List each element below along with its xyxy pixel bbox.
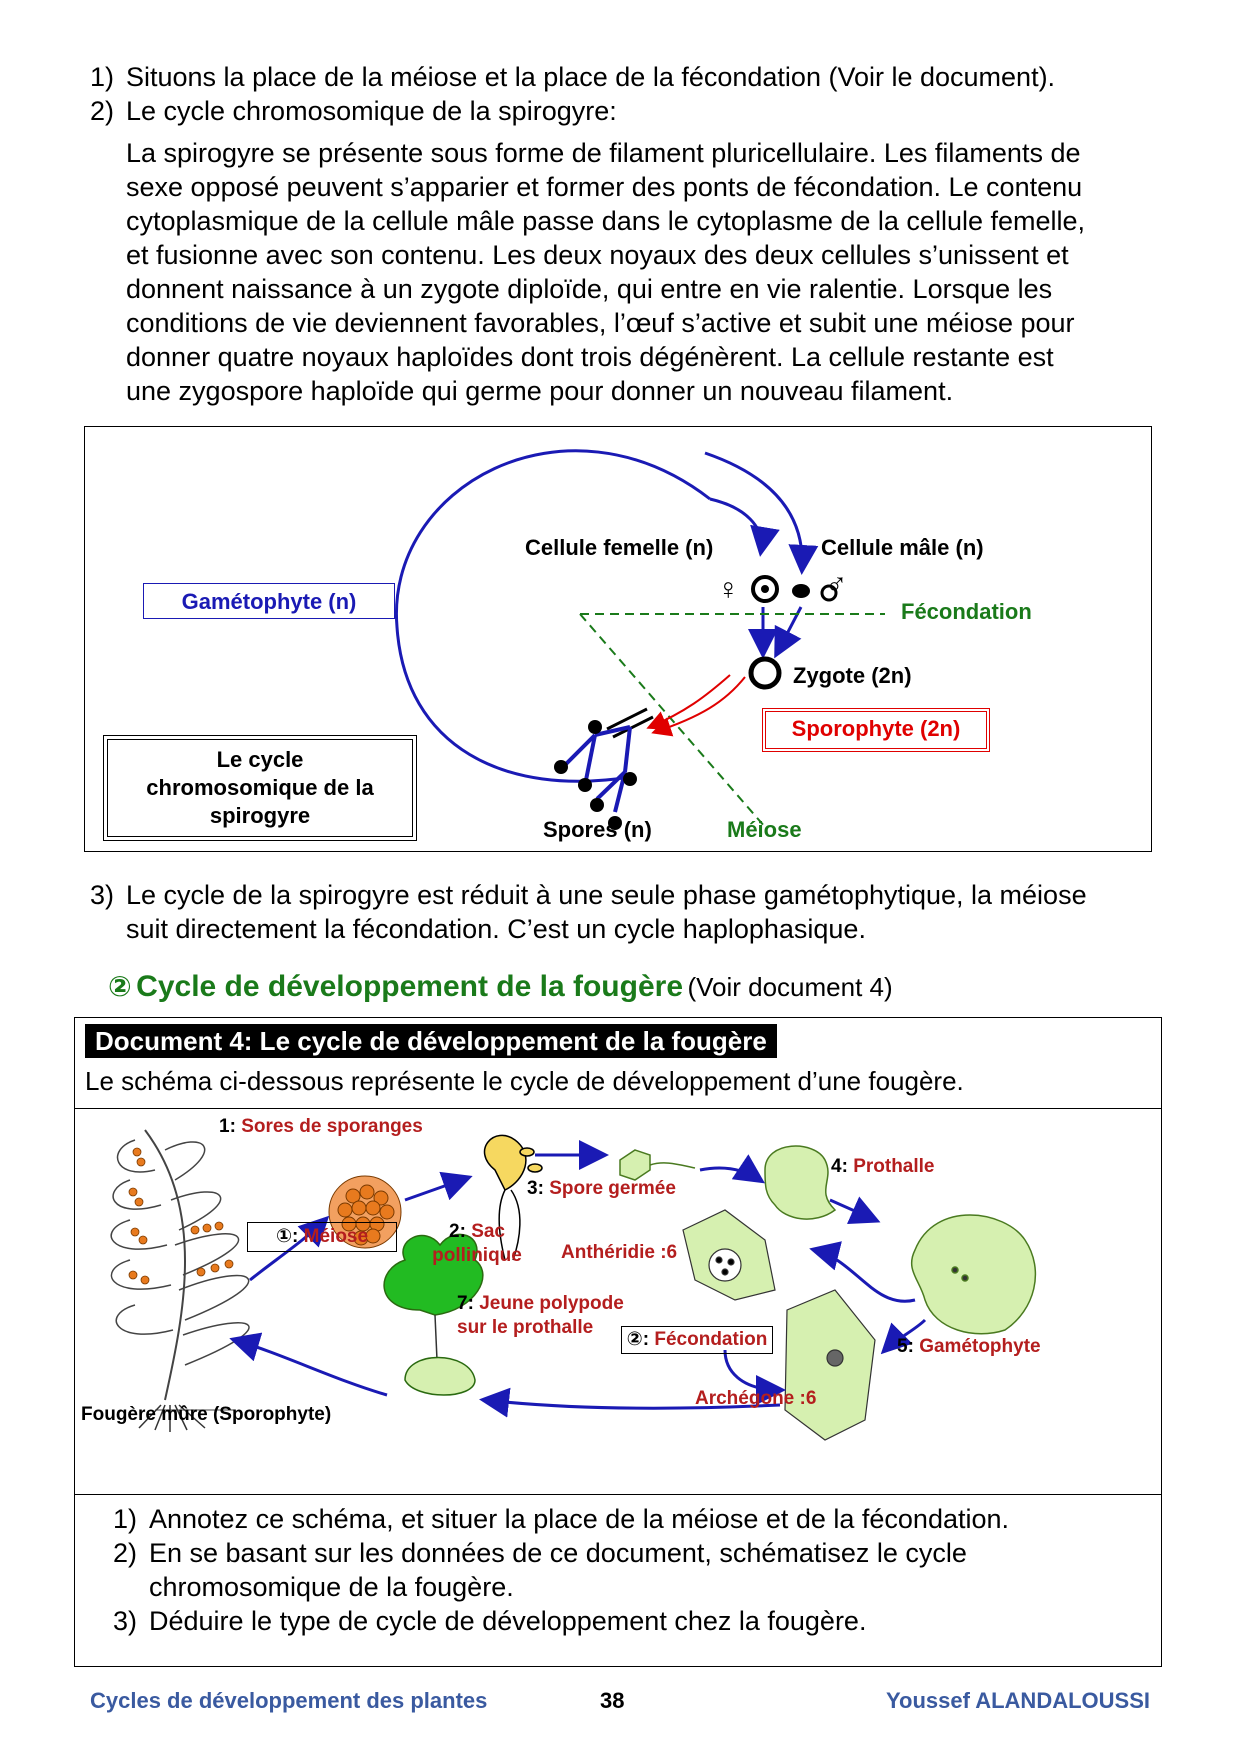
question-3-line: Le cycle de la spirogyre est réduit à un…: [126, 880, 1087, 910]
title-line: spirogyre: [209, 803, 311, 828]
sporange-icon: [483, 1134, 543, 1261]
question-2-number: 2): [90, 96, 115, 126]
label-spore-germee: 3: Spore germée: [527, 1178, 676, 1199]
label-fecondation-box: ②: Fécondation: [621, 1326, 773, 1354]
label-sporophyte: Sporophyte (2n): [762, 708, 990, 752]
paragraph-line: cytoplasmique de la cellule mâle passe d…: [126, 206, 1086, 236]
label-spores: Spores (n): [543, 817, 652, 842]
fern-cycle-drawing: [110, 1129, 1037, 1441]
question-1: 1) Situons la place de la méiose et la p…: [90, 60, 1190, 94]
female-symbol-icon: ♀: [717, 573, 740, 606]
prothalle-icon: [764, 1145, 837, 1220]
paragraph-line: conditions de vie deviennent favorables,…: [126, 308, 1075, 338]
title-line: chromosomique de la: [146, 775, 374, 800]
sores-icon: [328, 1175, 402, 1249]
question-2-text: Le cycle chromosomique de la spirogyre:: [126, 96, 617, 126]
doc-question-3: 3) Déduire le type de cycle de développe…: [113, 1606, 867, 1636]
female-cell-icon: [751, 575, 779, 603]
germinated-spore-icon: [619, 1149, 696, 1181]
gametophyte-icon: [910, 1214, 1037, 1335]
heading-marker: ②: [108, 971, 132, 1002]
paragraph-line: et fusionne avec son contenu. Les deux n…: [126, 240, 1069, 270]
question-1-number: 1): [90, 62, 115, 92]
heading-title: Cycle de développement de la fougère: [136, 970, 683, 1003]
label-female-cell: Cellule femelle (n): [525, 535, 714, 560]
label-antheridie: Anthéridie :6: [561, 1242, 678, 1263]
footer-left: Cycles de développement des plantes: [90, 1688, 488, 1713]
spirogyre-title-box: Le cycle chromosomique de la spirogyre: [103, 735, 417, 841]
paragraph-line: donnent naissance à un zygote diploïde, …: [126, 274, 1053, 304]
label-meiose-box: ①: Méiose: [247, 1222, 397, 1252]
spirogyre-diagram-drawing: [394, 449, 885, 830]
question-3-number: 3): [90, 880, 115, 910]
question-2: 2) Le cycle chromosomique de la spirogyr…: [90, 94, 1190, 128]
spirogyre-diagram: Cellule femelle (n) Cellule mâle (n) ♀ ♂…: [84, 426, 1152, 852]
paragraph-line: une zygospore haploïde qui germe pour do…: [126, 376, 954, 406]
section-heading: ② Cycle de développement de la fougère (…: [108, 970, 893, 1004]
label-zygote: Zygote (2n): [793, 663, 912, 688]
question-3: 3) Le cycle de la spirogyre est réduit à…: [90, 878, 1190, 948]
male-cell-icon: [792, 584, 810, 598]
footer-page-number: 38: [600, 1688, 625, 1713]
label-gametophyte: Gamétophyte (n): [143, 583, 395, 619]
heading-ref: (Voir document 4): [687, 972, 893, 1002]
paragraph-line: La spirogyre se présente sous forme de f…: [126, 138, 1081, 168]
divider-bottom: [75, 1494, 1161, 1495]
document-4-title: Document 4: Le cycle de développement de…: [85, 1024, 777, 1058]
label-fecondation: Fécondation: [901, 599, 1032, 624]
document-4-intro: Le schéma ci-dessous représente le cycle…: [85, 1066, 964, 1096]
label-archegone: Archégone :6: [695, 1388, 817, 1409]
label-fougere: Fougère mûre (Sporophyte): [81, 1404, 332, 1425]
male-symbol-icon: ♂: [825, 567, 848, 600]
label-sac-pollinique: 2: Sac pollinique: [432, 1221, 522, 1266]
label-jeune-polypode: 7: Jeune polypode sur le prothalle: [457, 1293, 624, 1338]
question-3-text: Le cycle de la spirogyre est réduit à un…: [126, 878, 1087, 946]
red-arrow-2: [651, 676, 746, 737]
mature-fern-icon: [110, 1129, 250, 1432]
cycle-arc: [394, 449, 711, 783]
doc-question-2: 2) En se basant sur les données de ce do…: [113, 1538, 967, 1602]
paragraph-line: sexe opposé peuvent s’apparier et former…: [126, 172, 1083, 202]
label-prothalle: 4: Prothalle: [831, 1156, 935, 1177]
doc-question-1: 1) Annotez ce schéma, et situer la place…: [113, 1504, 1010, 1534]
spirogyre-paragraph: La spirogyre se présente sous forme de f…: [126, 136, 1206, 408]
document-4: Document 4: Le cycle de développement de…: [74, 1017, 1162, 1667]
archegone-icon: [784, 1289, 876, 1441]
antheridie-icon: [682, 1209, 776, 1301]
footer-right: Youssef ALANDALOUSSI: [885, 1688, 1150, 1713]
arrow-to-female: [709, 497, 780, 557]
spores-icon: [554, 720, 637, 830]
question-3-line: suit directement la fécondation. C’est u…: [126, 914, 866, 944]
paragraph-line: donner quatre noyaux haploïdes dont troi…: [126, 342, 1054, 372]
zygote-icon: [748, 656, 782, 690]
divider-top: [75, 1108, 1161, 1109]
arrow-to-male: [704, 451, 819, 575]
label-meiose: Méiose: [727, 817, 802, 842]
title-line: Le cycle: [216, 747, 304, 772]
label-sores: 1: Sores de sporanges: [219, 1116, 423, 1137]
young-polypode-icon: [383, 1233, 484, 1396]
label-gametophyte: 5: Gamétophyte: [897, 1336, 1041, 1357]
meiose-line: [579, 613, 766, 828]
question-1-text: Situons la place de la méiose et la plac…: [126, 62, 1056, 92]
label-male-cell: Cellule mâle (n): [821, 535, 984, 560]
